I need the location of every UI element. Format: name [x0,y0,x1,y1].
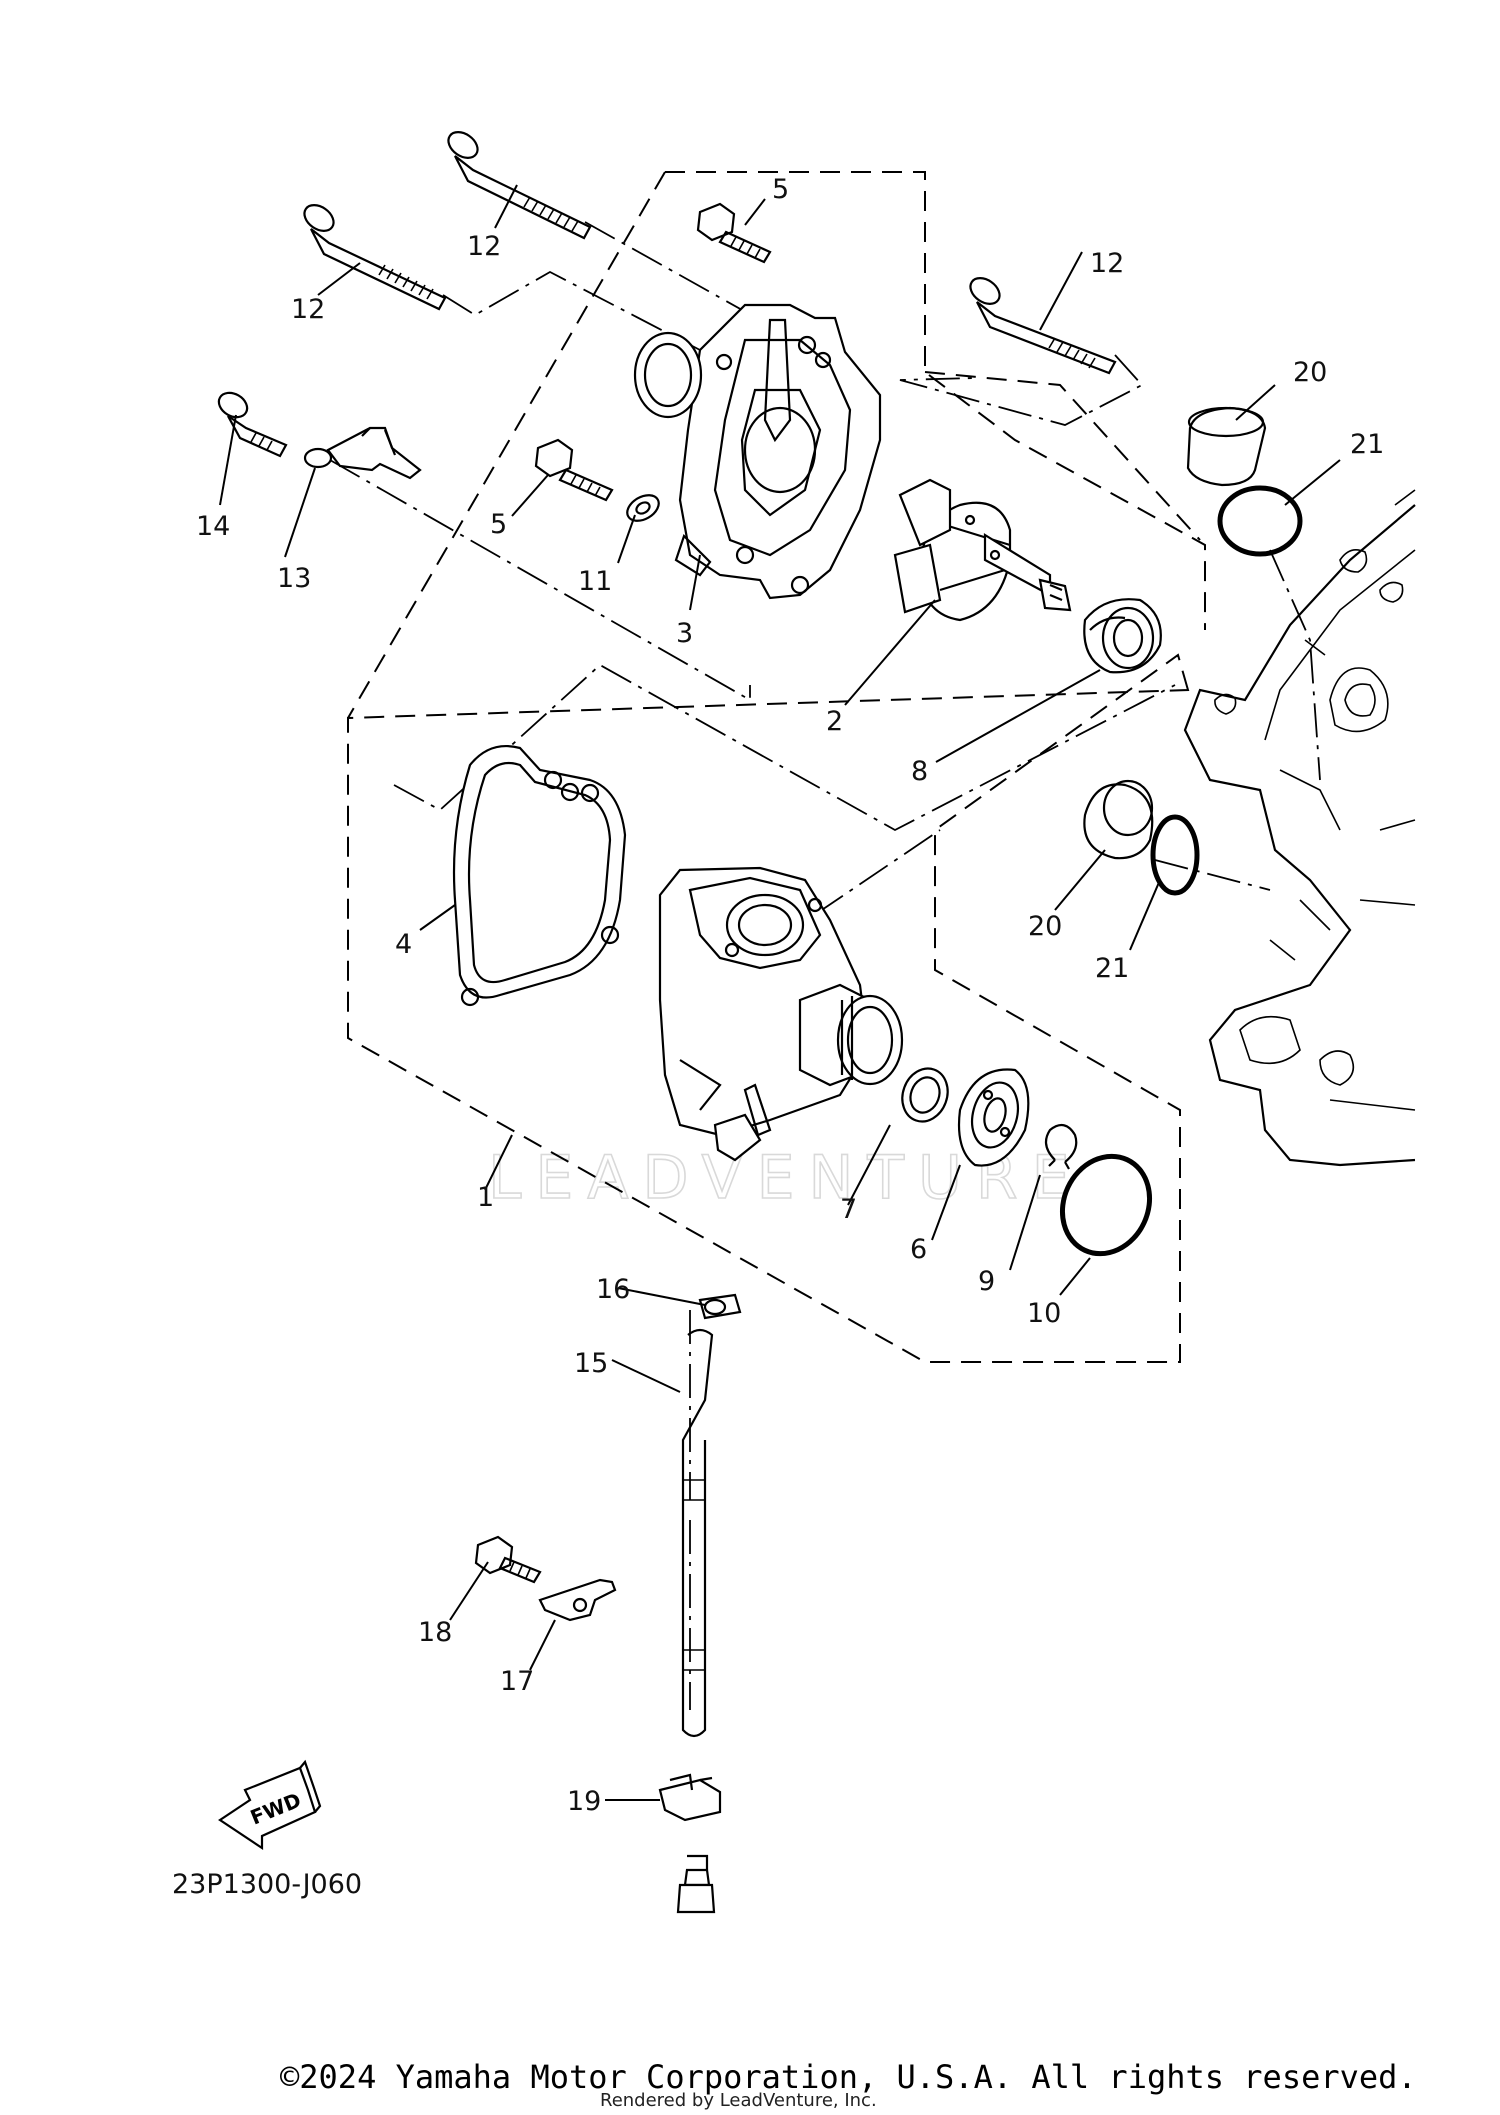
hose-clip-19 [658,1773,722,1822]
callout-20-middle: 20 [1028,911,1062,942]
callout-8: 8 [911,756,928,787]
callout-4: 4 [395,929,412,960]
bolt-12-left [303,204,447,311]
impeller-shaft-2 [893,478,1072,622]
alignment-line-gasket [393,663,1176,832]
callout-21-top: 21 [1350,429,1384,460]
callout-15: 15 [574,1348,608,1379]
bolt-5-middle [534,438,614,502]
rendered-by-notice: Rendered by LeadVenture, Inc. [600,2090,877,2111]
hose-15 [681,1328,714,1738]
callout-18: 18 [418,1617,452,1648]
callout-6: 6 [910,1234,927,1265]
o-ring-10 [1059,1153,1153,1257]
callout-12-left: 12 [291,294,325,325]
circlip-9 [1044,1123,1078,1170]
diagram-code: 23P1300-J060 [172,1869,362,1900]
alignment-line-bolt12-left [442,270,701,351]
pump-cover-3 [633,303,882,600]
alignment-line-oring-upper [1269,549,1321,781]
bolt-12-top [447,131,592,240]
pump-housing-1 [658,866,904,1162]
callout-3: 3 [676,618,693,649]
o-ring-21-top [1217,485,1303,557]
callout-20-top: 20 [1293,357,1327,388]
collar-20-top [1186,406,1267,487]
bearing-6 [957,1068,1030,1167]
callout-9: 9 [978,1266,995,1297]
bolt-14 [217,391,288,458]
callout-5-top: 5 [772,174,789,205]
hose-clamp-16 [698,1293,742,1320]
callout-10: 10 [1027,1298,1061,1329]
mechanical-seal-8 [1083,598,1162,674]
alignment-line-bolt12-top [584,221,761,321]
bolt-19-stud [676,1854,716,1914]
washer-11 [626,494,660,522]
callout-13: 13 [277,563,311,594]
callout-1: 1 [477,1182,494,1213]
assembly-boundary-outline [347,171,1206,1363]
callout-21-middle: 21 [1095,953,1129,984]
crankcase-partial [1183,489,1416,1167]
callout-5-middle: 5 [490,509,507,540]
leader-lines [219,184,1341,1801]
alignment-line-housing [769,829,941,946]
callout-19: 19 [567,1786,601,1817]
callout-7: 7 [840,1194,857,1225]
bolt-5-top [696,202,772,264]
callout-11: 11 [578,566,612,597]
callout-2: 2 [826,706,843,737]
gasket-4 [452,744,627,1007]
copyright-notice: ©2024 Yamaha Motor Corporation, U.S.A. A… [280,2058,1417,2096]
callout-12-right: 12 [1090,248,1124,279]
callout-14: 14 [196,511,230,542]
bracket-17 [538,1578,617,1622]
inner-boundary-left [347,171,666,719]
callout-12-top: 12 [467,231,501,262]
callout-17: 17 [500,1666,534,1697]
callout-labels: 1 2 3 4 5 5 6 7 8 9 10 11 12 12 12 13 14… [196,174,1384,1817]
oil-seal-7 [901,1067,949,1123]
fwd-arrow-icon: FWD [218,1759,322,1851]
alignment-line-bolt14 [329,459,751,702]
bolt-12-right [969,277,1117,375]
bracket-13 [303,426,422,480]
alignment-line-bolt12-right [899,354,1144,426]
callout-16: 16 [596,1274,630,1305]
impeller-group-boundary [924,371,1201,541]
bolt-18 [474,1535,542,1584]
alignment-line-oring [1154,859,1271,891]
o-ring-21-middle [1150,814,1200,896]
collar-20-middle [1083,779,1154,860]
